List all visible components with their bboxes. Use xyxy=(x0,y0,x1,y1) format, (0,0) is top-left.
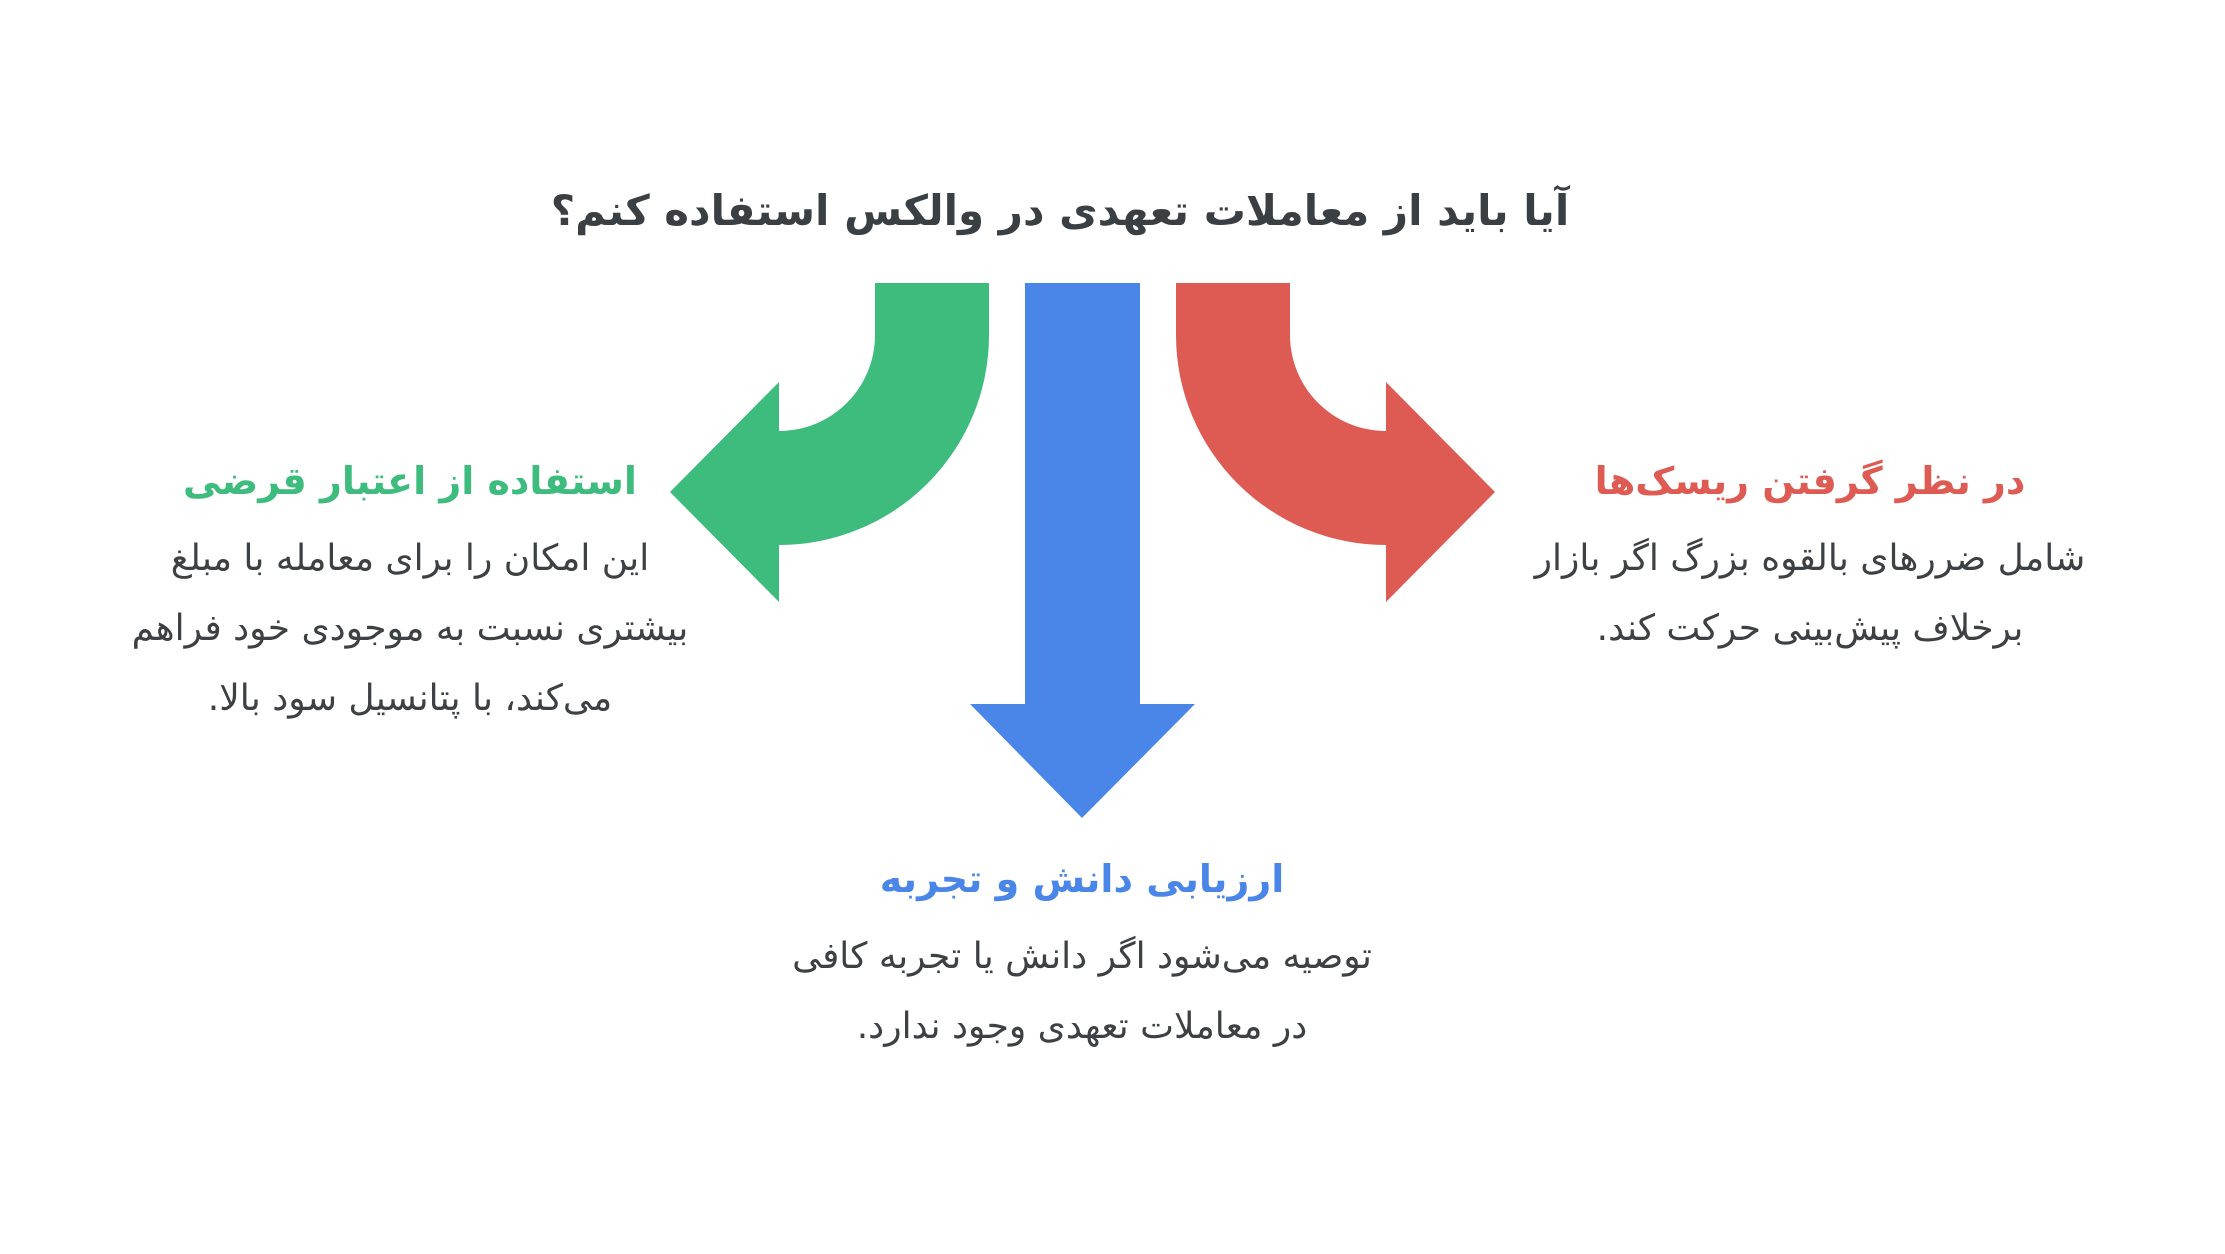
description-line: در معاملات تعهدی وجود ندارد. xyxy=(856,1006,1308,1047)
description-line: بیشتری نسبت به موجودی خود فراهم xyxy=(131,608,689,649)
branch-knowledge-evaluation-description: توصیه می‌شود اگر دانش یا تجربه کافی در م… xyxy=(712,922,1452,1062)
description-line: می‌کند، با پتانسیل سود بالا. xyxy=(207,678,613,719)
branch-risk-consideration-description: شامل ضررهای بالقوه بزرگ اگر بازار برخلاف… xyxy=(1450,524,2170,664)
description-line: توصیه می‌شود اگر دانش یا تجربه کافی xyxy=(792,936,1372,977)
page-title: آیا باید از معاملات تعهدی در والکس استفا… xyxy=(550,186,1570,235)
branch-borrowed-credit: استفاده از اعتبار قرضی این امکان را برای… xyxy=(130,452,690,734)
branch-borrowed-credit-description: این امکان را برای معامله با مبلغ بیشتری … xyxy=(130,524,690,734)
branch-risk-consideration-heading: در نظر گرفتن ریسک‌ها xyxy=(1594,459,2026,503)
branch-borrowed-credit-heading: استفاده از اعتبار قرضی xyxy=(183,459,637,503)
branch-knowledge-evaluation: ارزیابی دانش و تجربه توصیه می‌شود اگر دا… xyxy=(712,850,1452,1062)
down-straight-arrow-icon xyxy=(970,283,1195,818)
description-line: این امکان را برای معامله با مبلغ xyxy=(170,538,650,579)
branch-knowledge-evaluation-heading: ارزیابی دانش و تجربه xyxy=(879,857,1285,901)
right-curved-arrow-icon xyxy=(1176,283,1495,602)
description-line: شامل ضررهای بالقوه بزرگ اگر بازار xyxy=(1534,538,2086,579)
branch-risk-consideration: در نظر گرفتن ریسک‌ها شامل ضررهای بالقوه … xyxy=(1450,452,2170,664)
description-line: برخلاف پیش‌بینی حرکت کند. xyxy=(1596,608,2024,649)
left-curved-arrow-icon xyxy=(670,283,989,602)
